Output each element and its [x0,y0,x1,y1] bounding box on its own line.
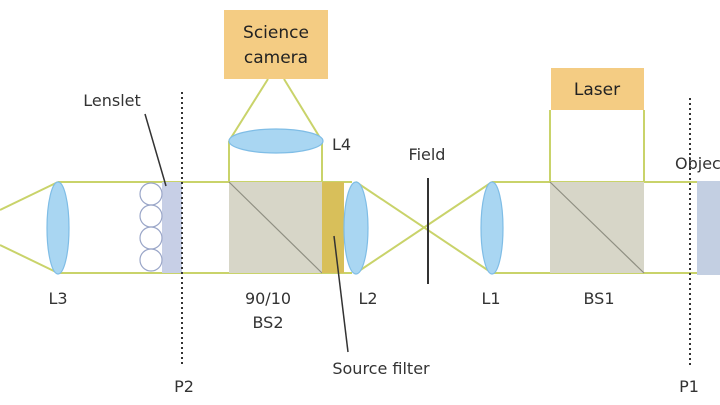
p2-label: P2 [174,377,194,396]
beam-left-converge-bottom [0,244,59,274]
bs1-label: BS1 [583,289,614,308]
l3-label: L3 [48,289,67,308]
laser-label: Laser [574,80,620,100]
lens-l2 [343,181,369,275]
object-plate [697,181,720,275]
bs2-ratio-label: 90/10 [245,289,291,308]
bs2-label: BS2 [252,313,283,332]
lens-l1 [480,181,504,275]
beam-left-converge-top [0,181,59,211]
laser-box: Laser [551,68,644,110]
beam-splitter-bs2 [228,181,323,274]
l2-label: L2 [358,289,377,308]
lenslet-label: Lenslet [83,91,141,110]
science-camera-box: Science camera [224,10,328,79]
camera-beam-right-converge [283,78,323,142]
field-label: Field [409,145,446,164]
lens-l4 [228,128,324,154]
p1-label: P1 [679,377,699,396]
beam-splitter-bs1 [549,181,645,274]
science-camera-label-line2: camera [244,48,308,68]
object-label: Object [675,154,720,173]
camera-beam-left-converge [228,78,269,142]
source-filter-label: Source filter [332,359,430,378]
beam-cross-2 [355,181,493,274]
source-filter-leader [333,235,349,353]
l1-label: L1 [481,289,500,308]
lens-l3 [46,181,70,275]
l4-label: L4 [332,135,351,154]
source-filter [322,182,344,273]
science-camera-label-line1: Science [243,23,309,43]
beam-lines [0,78,697,274]
lenslet-array [139,182,182,273]
lenslet-leader [144,113,167,187]
